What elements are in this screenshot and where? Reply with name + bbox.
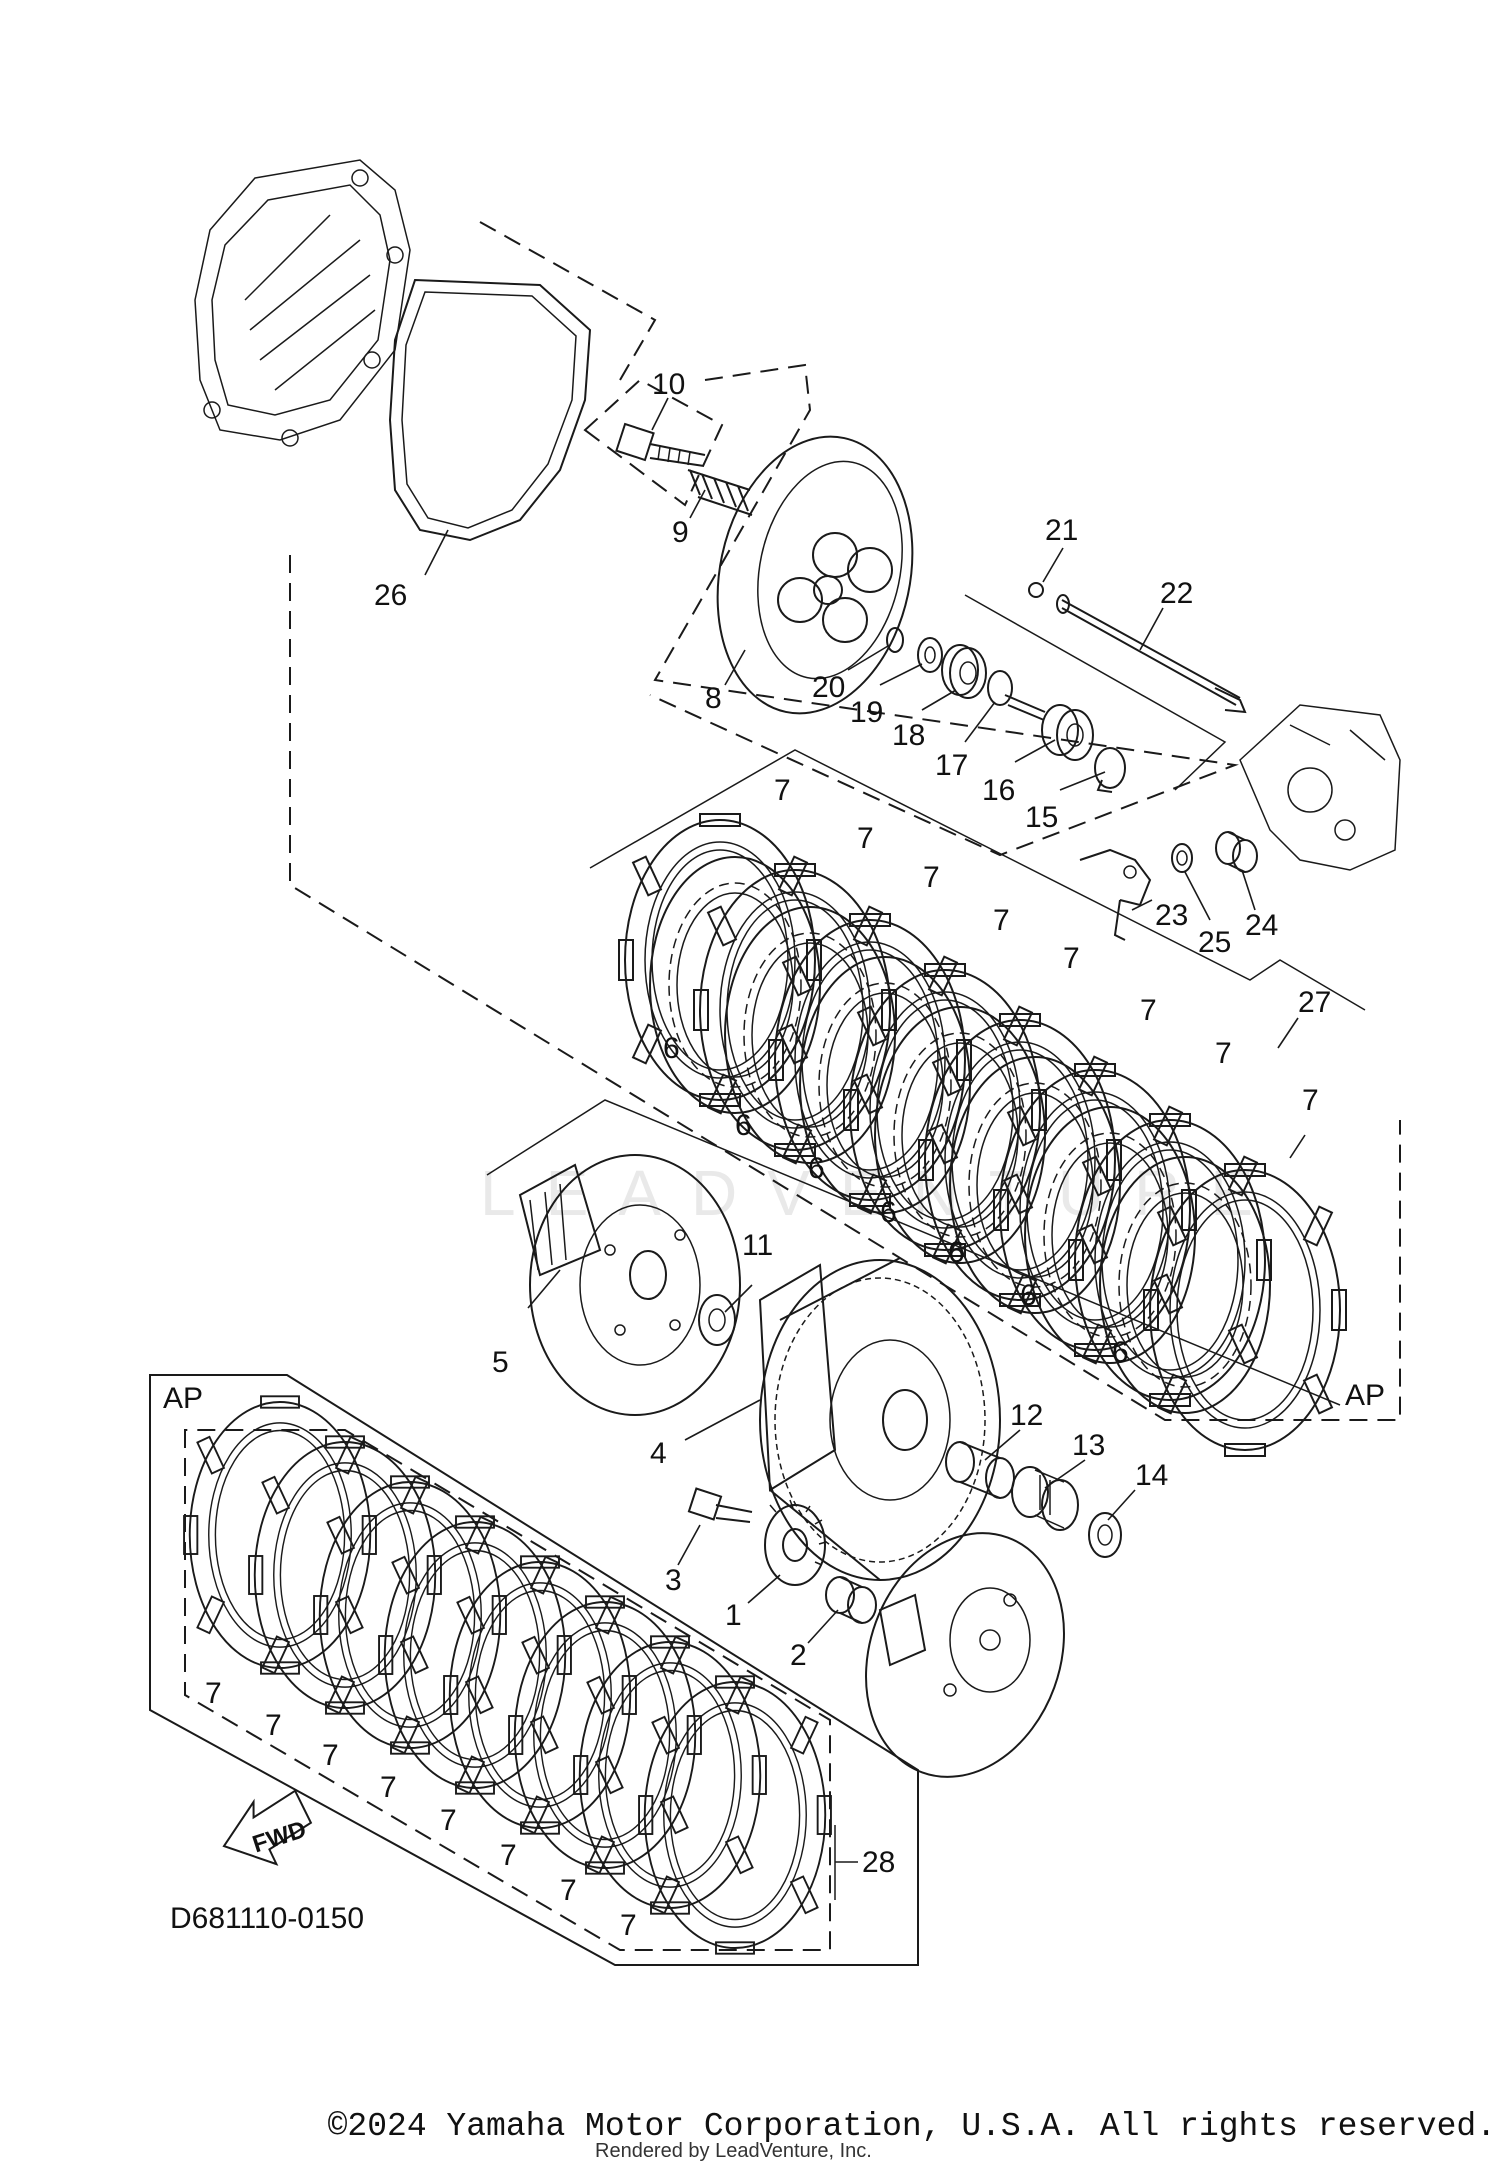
- callout-22: 22: [1160, 577, 1193, 610]
- callout-7f: 7: [1140, 994, 1157, 1027]
- copyright-notice: ©2024 Yamaha Motor Corporation, U.S.A. A…: [327, 2108, 1496, 2145]
- pressure-plate: [716, 435, 914, 715]
- circlip-20: [886, 627, 904, 653]
- callout-numbers: 10 9 21 22 26 8 20 19 18 17 16 15 23 25 …: [205, 368, 1331, 1942]
- callout-27: 27: [1298, 986, 1331, 1019]
- callout-1: 1: [725, 1599, 742, 1632]
- callout-7k: 7: [322, 1739, 339, 1772]
- callout-10: 10: [652, 368, 685, 401]
- callout-7n: 7: [500, 1839, 517, 1872]
- callout-24: 24: [1245, 909, 1278, 942]
- callout-4: 4: [650, 1437, 667, 1470]
- callout-25: 25: [1198, 926, 1231, 959]
- callout-7d: 7: [993, 904, 1010, 937]
- callout-16: 16: [982, 774, 1015, 807]
- callout-6b: 6: [735, 1109, 752, 1142]
- callout-5: 5: [492, 1346, 509, 1379]
- clutch-boss: [518, 1154, 741, 1416]
- callout-8: 8: [705, 682, 722, 715]
- thrust-washer-14: [1088, 1512, 1122, 1558]
- cover-gasket: [388, 278, 592, 542]
- oil-seal-25: [1171, 843, 1193, 873]
- hub-boundary: [486, 1099, 1341, 1406]
- push-rod-17: [987, 670, 1046, 721]
- primary-drive-gear: [764, 1499, 827, 1586]
- callout-17: 17: [935, 749, 968, 782]
- drive-gear-assembly: [865, 1532, 1065, 1778]
- needle-bearing-13: [1011, 1466, 1079, 1531]
- bolt-boundary: [583, 378, 724, 507]
- callout-23: 23: [1155, 899, 1188, 932]
- callout-6f: 6: [1020, 1279, 1037, 1312]
- lock-washer-15: [1094, 747, 1126, 793]
- callout-7m: 7: [440, 1804, 457, 1837]
- bolt-10: [615, 422, 706, 467]
- fwd-label: FWD: [249, 1816, 309, 1859]
- plate-stack-boundary: [589, 749, 1366, 1011]
- callout-6a: 6: [663, 1032, 680, 1065]
- ball-21: [1028, 582, 1044, 598]
- assembly-outline-cover: [289, 221, 1401, 1421]
- callout-21: 21: [1045, 514, 1078, 547]
- bolt-3: [687, 1487, 753, 1523]
- callout-6d: 6: [880, 1196, 897, 1229]
- callout-18: 18: [892, 719, 925, 752]
- callout-7o: 7: [560, 1874, 577, 1907]
- callout-7j: 7: [265, 1709, 282, 1742]
- callout-26: 26: [374, 579, 407, 612]
- callout-6c: 6: [808, 1152, 825, 1185]
- ap-kit-box: [149, 1374, 919, 1966]
- collar-2: [825, 1576, 877, 1624]
- callout-6g: 6: [1112, 1336, 1129, 1369]
- callout-7e: 7: [1063, 942, 1080, 975]
- callout-7a: 7: [774, 774, 791, 807]
- callout-7c: 7: [923, 861, 940, 894]
- crankcase-right: [1239, 704, 1401, 871]
- part-code: D681110-0150: [170, 1902, 364, 1935]
- leader-lines: [424, 397, 1306, 1644]
- bearing-18: [941, 644, 987, 699]
- callout-11: 11: [742, 1229, 773, 1262]
- plate-stack: [618, 813, 1347, 1457]
- clutch-spring: [687, 469, 753, 516]
- callout-7p: 7: [620, 1909, 637, 1942]
- push-lever-23: [1079, 848, 1152, 941]
- callout-9: 9: [672, 516, 689, 549]
- callout-19: 19: [850, 696, 883, 729]
- callout-2: 2: [790, 1639, 807, 1672]
- callout-12: 12: [1010, 1399, 1043, 1432]
- callout-13: 13: [1072, 1429, 1105, 1462]
- callout-20: 20: [812, 671, 845, 704]
- callout-7i: 7: [205, 1677, 222, 1710]
- bearing-24: [1215, 831, 1258, 873]
- callout-15: 15: [1025, 801, 1058, 834]
- fwd-arrow-icon: FWD: [222, 1789, 313, 1866]
- crankcase-cover: [194, 159, 411, 447]
- ap-label-stack: AP: [1345, 1379, 1385, 1412]
- pressure-boundary: [649, 363, 1239, 857]
- callout-7l: 7: [380, 1771, 397, 1804]
- washer-19: [917, 637, 943, 673]
- callout-14: 14: [1135, 1459, 1168, 1492]
- clutch-housing: [758, 1257, 1001, 1581]
- kit-28-bracket: [834, 1825, 858, 1900]
- callout-7h: 7: [1302, 1084, 1319, 1117]
- callout-3: 3: [665, 1564, 682, 1597]
- callout-7g: 7: [1215, 1037, 1232, 1070]
- push-rod-boundary: [964, 594, 1227, 791]
- push-rod-22: [1056, 594, 1247, 714]
- ap-kit-inner-boundary: [184, 1429, 831, 1951]
- callout-6e: 6: [948, 1236, 965, 1269]
- callout-28: 28: [862, 1846, 895, 1879]
- spacer-12: [945, 1441, 1015, 1499]
- nut-16: [1041, 704, 1094, 761]
- thrust-washer-11: [698, 1294, 736, 1346]
- rendered-by-notice: Rendered by LeadVenture, Inc.: [595, 2140, 872, 2162]
- callout-7b: 7: [857, 822, 874, 855]
- ap-label-kit: AP: [163, 1382, 203, 1415]
